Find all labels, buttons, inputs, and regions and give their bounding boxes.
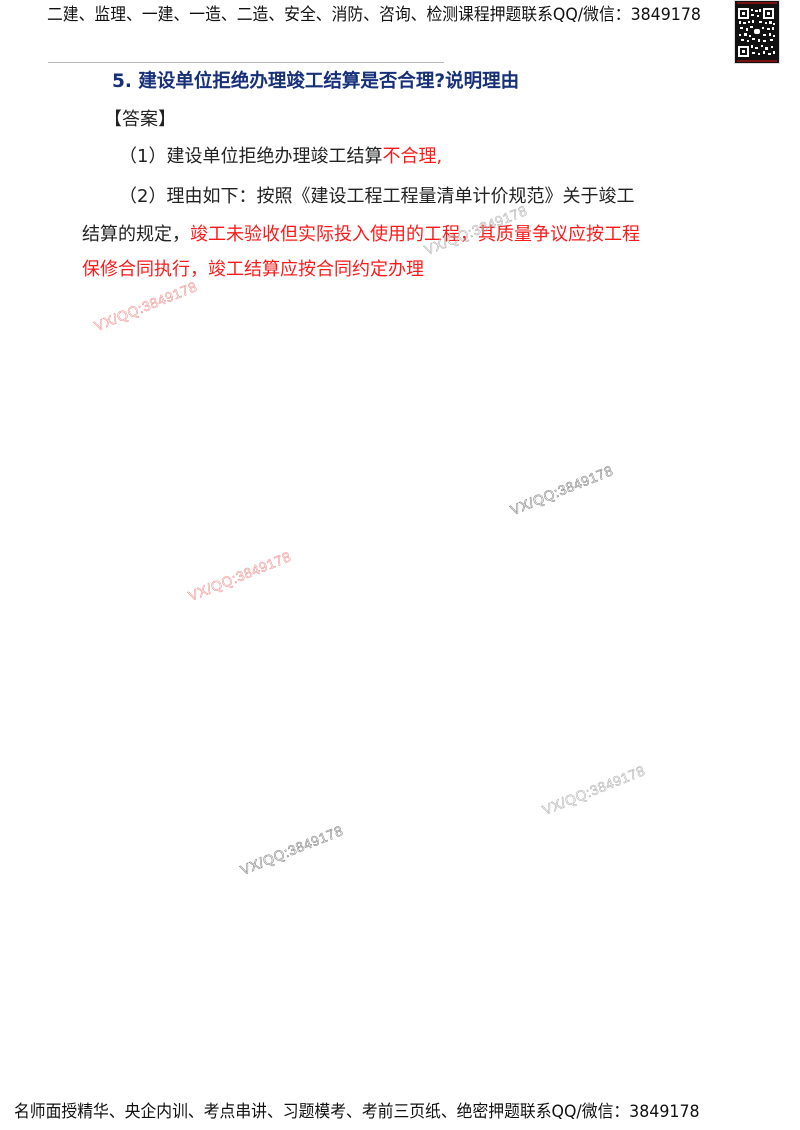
answer-item-2-line-2-text: 结算的规定， (82, 224, 190, 245)
answer-item-2-line-1: （2）理由如下：按照《建设工程工程量清单计价规范》关于竣工 (119, 183, 634, 211)
answer-item-1-highlight: 不合理, (382, 146, 443, 167)
watermark: VX/QQ:3849178 (238, 822, 346, 878)
answer-item-2-line-2: 结算的规定，竣工未验收但实际投入使用的工程，其质量争议应按工程 (82, 221, 640, 249)
header-divider (48, 62, 444, 63)
qr-code-icon (734, 0, 780, 64)
question-title: 5. 建设单位拒绝办理竣工结算是否合理?说明理由 (112, 71, 520, 92)
answer-item-2-text: （2）理由如下：按照《建设工程工程量清单计价规范》关于竣工 (119, 186, 635, 207)
answer-item-1: （1）建设单位拒绝办理竣工结算不合理, (119, 143, 442, 171)
header-banner: 二建、监理、一建、一造、二造、安全、消防、咨询、检测课程押题联系QQ/微信：38… (47, 5, 701, 25)
watermark: VX/QQ:3849178 (92, 278, 200, 334)
footer-banner: 名师面授精华、央企内训、考点串讲、习题模考、考前三页纸、绝密押题联系QQ/微信：… (14, 1102, 700, 1122)
answer-item-2-line-3-highlight: 保修合同执行，竣工结算应按合同约定办理 (82, 259, 424, 280)
answer-item-1-text: （1）建设单位拒绝办理竣工结算 (119, 146, 383, 167)
answer-item-2-line-2-highlight: 竣工未验收但实际投入使用的工程，其质量争议应按工程 (190, 224, 640, 245)
answer-label: 【答案】 (104, 109, 176, 130)
watermark: VX/QQ:3849178 (186, 548, 294, 604)
watermark: VX/QQ:3849178 (508, 462, 616, 518)
answer-item-2-line-3: 保修合同执行，竣工结算应按合同约定办理 (82, 256, 424, 284)
watermark: VX/QQ:3849178 (540, 762, 648, 818)
